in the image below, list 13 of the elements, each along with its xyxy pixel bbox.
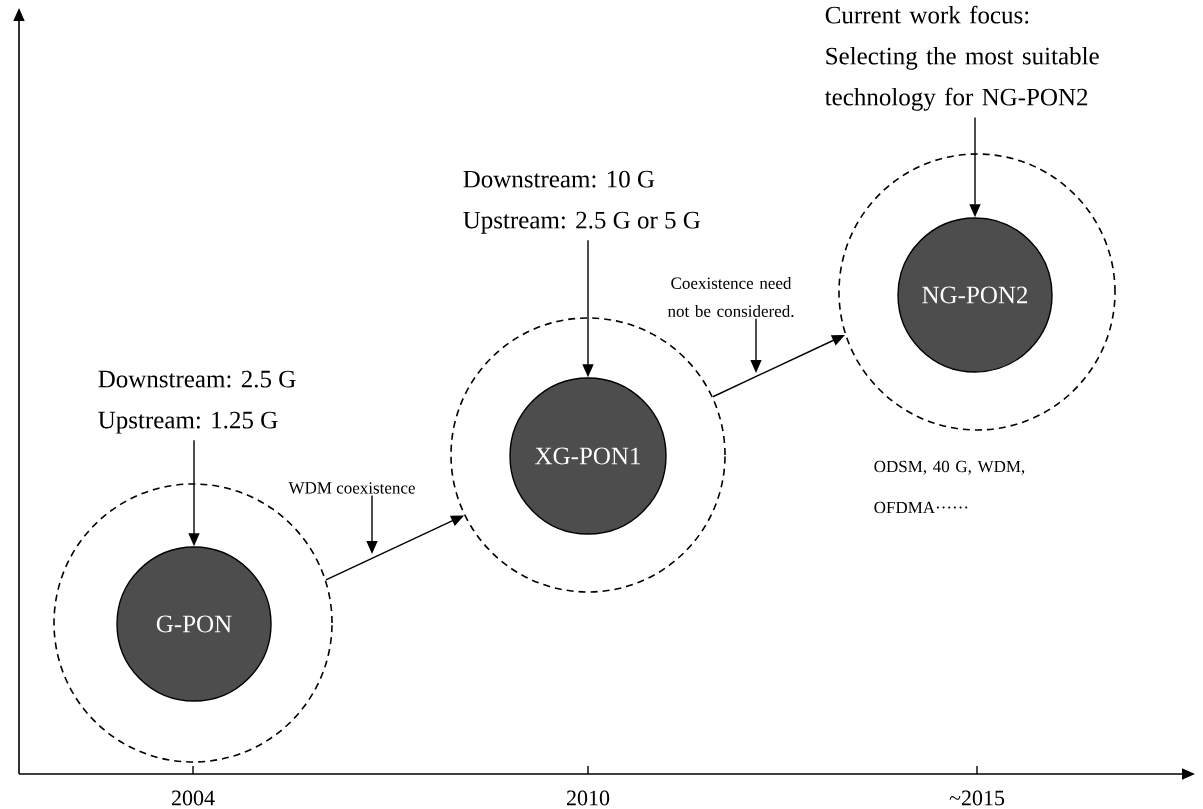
dashed-circle (53, 483, 333, 763)
dashed-circle (450, 317, 726, 593)
note-text: ODSM, 40 G, WDM, OFDMA······ (874, 460, 1025, 514)
annotation-text: Downstream: 2.5 G Upstream: 1.25 G (98, 370, 296, 434)
annotation-text: Coexistence need not be considered. (667, 276, 794, 317)
annotation-text: Downstream: 10 G Upstream: 2.5 G or 5 G (463, 170, 701, 234)
annotation-text: Current work focus: Selecting the most suitable technology for NG-PON2 (824, 5, 1099, 111)
axis-label: 2004 (172, 790, 215, 806)
dashed-circle (838, 153, 1116, 431)
axis-label: 2010 (567, 790, 610, 806)
axis-label: ~2015 (949, 790, 1005, 806)
arrow (712, 334, 845, 398)
annotation-text: WDM coexistence (288, 482, 415, 494)
